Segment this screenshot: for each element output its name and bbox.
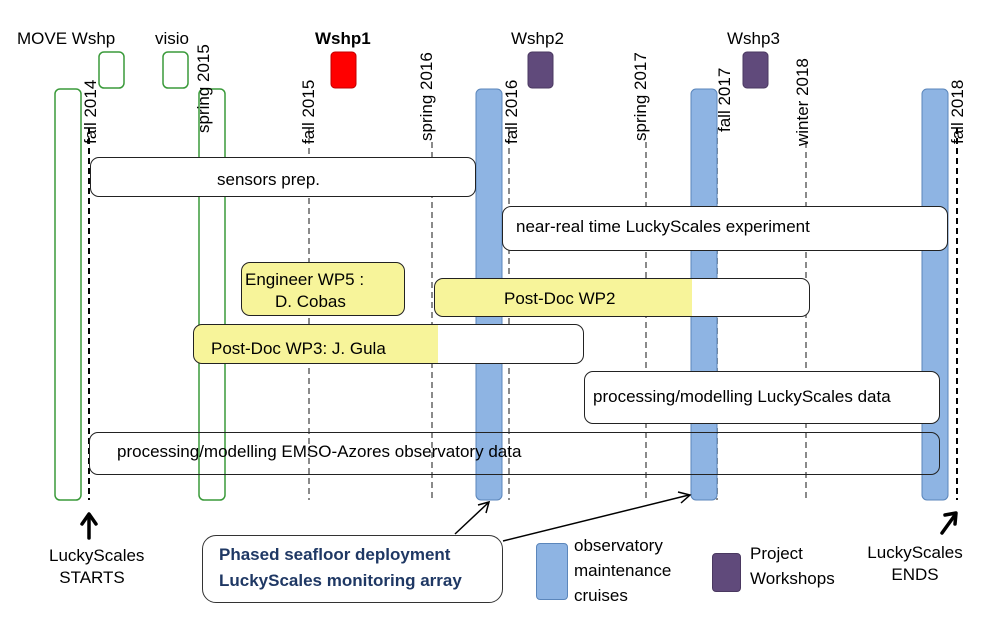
move-wshp-label: MOVE Wshp [17,29,116,48]
legend-workshop-swatch [712,553,741,592]
wshp1-marker [330,51,357,89]
wshp2-marker [527,51,554,89]
wshp2-label: Wshp2 [511,29,564,48]
visio-label: visio [155,29,190,48]
season-label-fall-2016: fall 2016 [502,79,521,144]
wshp3-label: Wshp3 [727,29,780,48]
visio-marker [162,51,189,89]
season-label-spring-2015: spring 2015 [194,44,213,133]
legend-cruise-line3: cruises [574,586,628,605]
season-label-spring-2016: spring 2016 [417,52,436,141]
task-processing-luckyscales-label: processing/modelling LuckyScales data [593,387,891,406]
legend-cruise-line1: observatory [574,536,663,555]
deployment-arrow-2017 [502,491,692,542]
task-processing-emso: processing/modelling EMSO-Azores observa… [89,432,940,475]
legend-cruise-label: observatory maintenance cruises [574,533,671,608]
start-arrow [80,512,98,540]
task-nrt-experiment-label: near-real time LuckyScales experiment [516,217,810,236]
task-postdoc-wp3: Post-Doc WP3: J. Gula [193,324,584,364]
task-processing-luckyscales: processing/modelling LuckyScales data [584,371,940,424]
start-label-line1: LuckyScales [49,546,145,565]
deployment-callout: Phased seafloor deployment LuckyScales m… [202,535,503,603]
wshp3-marker [742,51,769,89]
task-processing-emso-label: processing/modelling EMSO-Azores observa… [117,442,522,461]
legend-cruise-swatch [536,543,568,600]
end-label-line2: ENDS [891,565,939,584]
season-label-fall-2018: fall 2018 [948,79,967,144]
task-nrt-experiment: near-real time LuckyScales experiment [502,206,948,251]
task-engineer-wp5-line1: Engineer WP5 : [245,270,365,289]
deployment-callout-line1: Phased seafloor deployment [219,545,451,564]
task-sensors-prep: sensors prep. [90,157,476,197]
start-label: LuckyScales STARTS [49,545,145,589]
start-label-line2: STARTS [59,568,125,587]
legend-workshop-label: Project Workshops [750,541,835,591]
task-engineer-wp5-line2: D. Cobas [275,292,346,311]
start-period-bar [54,88,82,501]
season-label-fall-2014: fall 2014 [81,79,100,144]
end-label-line1: LuckyScales [867,543,963,562]
season-label-fall-2015: fall 2015 [299,79,318,144]
task-postdoc-wp2: Post-Doc WP2 [434,278,810,317]
season-label-fall-2017: fall 2017 [715,67,734,132]
task-postdoc-wp3-label: Post-Doc WP3: J. Gula [211,339,386,358]
task-sensors-prep-label: sensors prep. [217,170,320,189]
task-postdoc-wp2-label: Post-Doc WP2 [504,289,616,308]
legend-cruise-line2: maintenance [574,561,672,580]
end-label: LuckyScales ENDS [862,542,968,586]
season-label-spring-2017: spring 2017 [631,52,650,141]
legend-workshop-line2: Workshops [750,569,835,588]
deployment-arrow-2016 [454,500,491,535]
end-arrow [940,511,958,535]
deployment-callout-line2: LuckyScales monitoring array [219,571,462,590]
season-label-winter-2018: winter 2018 [793,58,812,146]
wshp1-label: Wshp1 [315,29,371,48]
move-wshp-marker [98,51,125,89]
legend-workshop-line1: Project [750,544,803,563]
task-engineer-wp5: Engineer WP5 : D. Cobas [241,262,405,316]
